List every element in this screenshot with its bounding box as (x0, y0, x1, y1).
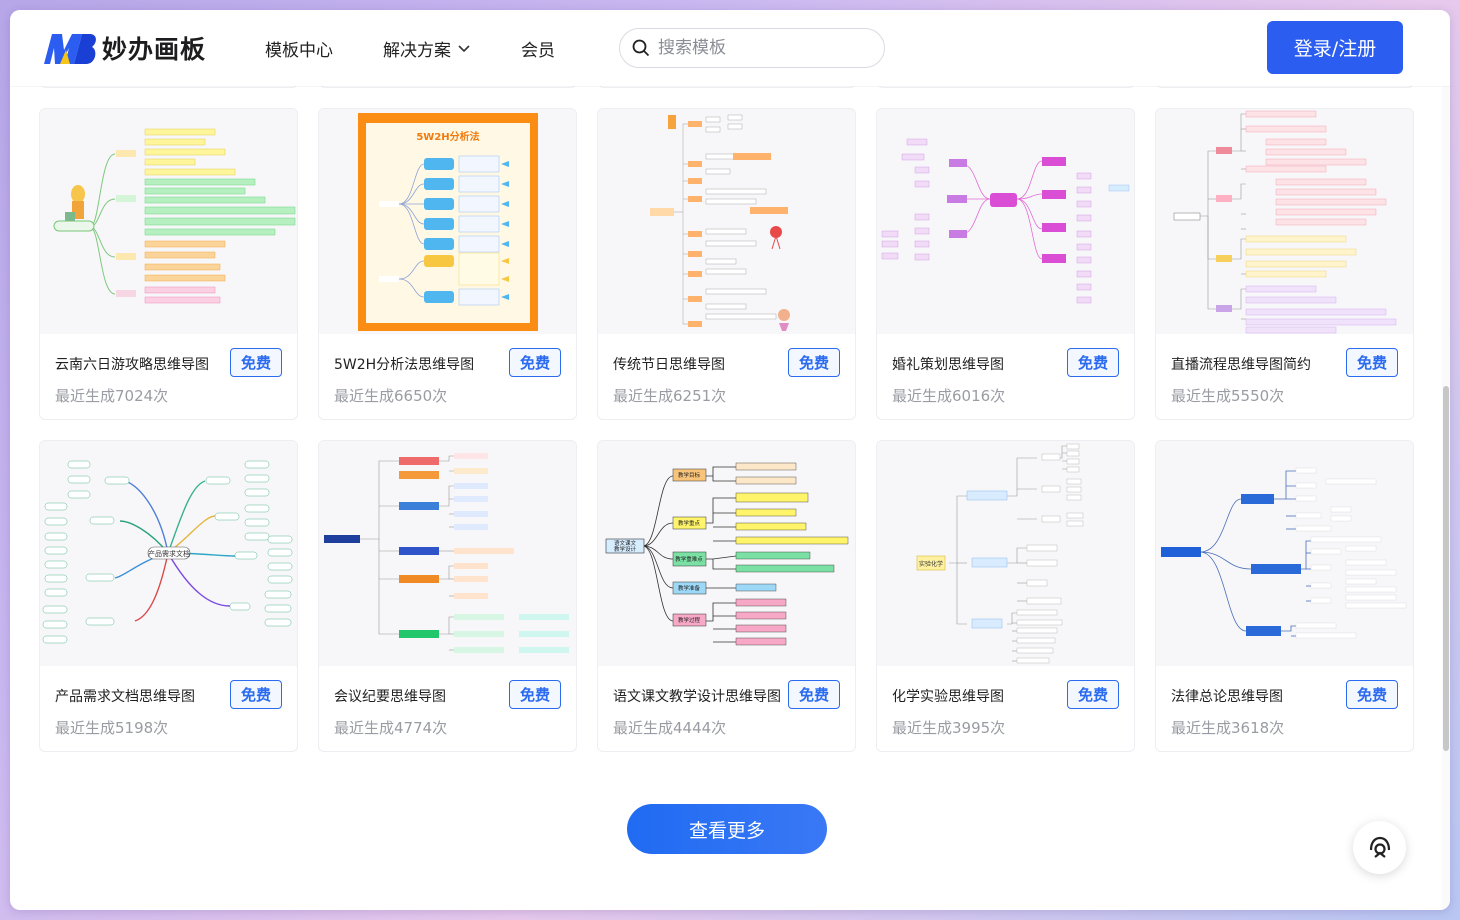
template-title: 会议纪要思维导图 (334, 689, 446, 705)
scrollbar-thumb[interactable] (1443, 386, 1449, 751)
template-thumbnail (877, 109, 1134, 334)
free-badge: 免费 (230, 680, 282, 709)
search-input[interactable] (658, 38, 858, 58)
template-title: 产品需求文档思维导图 (55, 689, 195, 705)
nav-label: 会员 (521, 40, 555, 61)
usage-count: 最近生成4774次 (334, 719, 448, 737)
view-more-button[interactable]: 查看更多 (627, 804, 827, 854)
template-card[interactable]: 云南六日游攻略思维导图 免费 最近生成7024次 (39, 108, 298, 420)
nav-membership[interactable]: 会员 (521, 36, 555, 61)
template-thumbnail (1156, 441, 1413, 666)
prev-card-edge (319, 86, 577, 88)
usage-count: 最近生成7024次 (55, 387, 169, 405)
template-title: 法律总论思维导图 (1171, 689, 1283, 705)
prev-card-edge (598, 86, 856, 88)
free-badge: 免费 (788, 680, 840, 709)
template-title: 5W2H分析法思维导图 (334, 357, 475, 373)
usage-count: 最近生成4444次 (613, 719, 727, 737)
template-title: 语文课文教学设计思维导图 (613, 689, 781, 705)
thumb-product-root: 产品需求文档 (148, 549, 190, 558)
template-thumbnail (598, 109, 855, 334)
usage-count: 最近生成3995次 (892, 719, 1006, 737)
usage-count: 最近生成6016次 (892, 387, 1006, 405)
template-thumbnail (1156, 109, 1413, 334)
usage-count: 最近生成6251次 (613, 387, 727, 405)
template-title: 云南六日游攻略思维导图 (55, 357, 209, 373)
free-badge: 免费 (788, 348, 840, 377)
thumb-chinese-root: 语文课文教学设计 (614, 539, 637, 553)
nav-label: 模板中心 (265, 40, 333, 61)
template-title: 直播流程思维导图简约 (1171, 357, 1311, 373)
template-thumbnail: 语文课文教学设计 教学目标 教学重点 教学重难点 教学准备 教学过程 (598, 441, 855, 666)
chevron-down-icon (458, 45, 470, 53)
search-icon (632, 39, 650, 57)
template-title: 传统节日思维导图 (613, 357, 725, 373)
template-card[interactable]: 产品需求文档 (39, 440, 298, 752)
template-card[interactable]: 语文课文教学设计 教学目标 教学重点 教学重难点 教学准备 教学过程 (597, 440, 856, 752)
template-thumbnail: 实验化学 (877, 441, 1134, 666)
free-badge: 免费 (509, 348, 561, 377)
brand-name: 妙办画板 (102, 35, 207, 64)
headset-icon (1369, 836, 1390, 858)
template-gallery: 云南六日游攻略思维导图 免费 最近生成7024次 5W2H分析法 (10, 86, 1442, 910)
brand-logo[interactable]: 妙办画板 (40, 29, 206, 67)
prev-card-edge (40, 86, 298, 88)
prev-card-edge (877, 86, 1135, 88)
template-card[interactable]: 婚礼策划思维导图 免费 最近生成6016次 (876, 108, 1135, 420)
template-card[interactable]: 实验化学 (876, 440, 1135, 752)
prev-card-edge (1156, 86, 1414, 88)
app-window: 妙办画板 模板中心 解决方案 会员 登录/注册 (10, 10, 1450, 910)
template-card[interactable]: 直播流程思维导图简约 免费 最近生成5550次 (1155, 108, 1414, 420)
template-thumbnail (319, 441, 576, 666)
nav-solutions[interactable]: 解决方案 (383, 36, 471, 61)
thumb-chinese-branch: 教学过程 (678, 616, 701, 624)
template-title: 化学实验思维导图 (892, 689, 1004, 705)
search-box[interactable] (619, 28, 885, 68)
nav-template-center[interactable]: 模板中心 (265, 36, 333, 61)
login-register-button[interactable]: 登录/注册 (1267, 21, 1403, 74)
template-title: 婚礼策划思维导图 (892, 357, 1004, 373)
template-card[interactable]: 会议纪要思维导图 免费 最近生成4774次 (318, 440, 577, 752)
thumb-chinese-branch: 教学重点 (678, 519, 701, 527)
nav-label: 解决方案 (383, 40, 451, 61)
thumb-5w2h-title: 5W2H分析法 (416, 130, 479, 143)
template-card[interactable]: 5W2H分析法 (318, 108, 577, 420)
free-badge: 免费 (1346, 680, 1398, 709)
usage-count: 最近生成5198次 (55, 719, 169, 737)
template-card[interactable]: 法律总论思维导图 免费 最近生成3618次 (1155, 440, 1414, 752)
template-thumbnail: 5W2H分析法 (319, 109, 576, 334)
main-nav: 模板中心 解决方案 会员 (265, 10, 605, 86)
customer-service-button[interactable] (1353, 821, 1406, 874)
free-badge: 免费 (1346, 348, 1398, 377)
usage-count: 最近生成5550次 (1171, 387, 1285, 405)
thumb-chinese-branch: 教学重难点 (675, 555, 703, 563)
previous-row-edge (40, 86, 1414, 88)
template-thumbnail: 产品需求文档 (40, 441, 297, 666)
thumb-chem-root: 实验化学 (919, 560, 943, 568)
free-badge: 免费 (230, 348, 282, 377)
thumb-chinese-branch: 教学准备 (678, 584, 701, 592)
free-badge: 免费 (509, 680, 561, 709)
thumb-chinese-branch: 教学目标 (678, 471, 701, 479)
free-badge: 免费 (1067, 680, 1119, 709)
usage-count: 最近生成3618次 (1171, 719, 1285, 737)
usage-count: 最近生成6650次 (334, 387, 448, 405)
free-badge: 免费 (1067, 348, 1119, 377)
template-card[interactable]: 传统节日思维导图 免费 最近生成6251次 (597, 108, 856, 420)
logo-mark-icon (40, 30, 98, 66)
page-scrollbar[interactable] (1442, 86, 1450, 910)
template-thumbnail (40, 109, 297, 334)
template-grid: 云南六日游攻略思维导图 免费 最近生成7024次 5W2H分析法 (39, 108, 1414, 752)
top-header: 妙办画板 模板中心 解决方案 会员 登录/注册 (10, 10, 1450, 86)
